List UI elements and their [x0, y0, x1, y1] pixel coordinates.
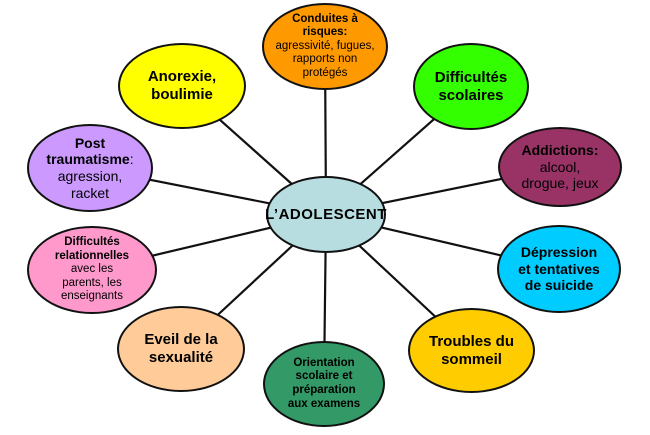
node-eveil-de-la-sexualite: Eveil de la sexualité — [117, 306, 245, 392]
node-orientation-scolaire: Orientation scolaire et préparation aux … — [263, 341, 385, 427]
node-addictions-detail: alcool, drogue, jeux — [521, 158, 599, 192]
node-difficultes-relationnelles-detail: avec les parents, les enseignants — [60, 263, 124, 303]
node-conduites-a-risques: Conduites à risques: agressivité, fugues… — [262, 3, 388, 90]
node-difficultes-scolaires: Difficultés scolaires — [413, 43, 529, 130]
node-conduites-a-risques-title: Conduites à risques: — [292, 12, 358, 39]
node-depression-title: Dépression et tentatives de suicide — [518, 244, 600, 294]
node-troubles-du-sommeil: Troubles du sommeil — [408, 308, 535, 393]
node-anorexie-boulimie: Anorexie, boulimie — [118, 43, 246, 129]
node-eveil-de-la-sexualite-title: Eveil de la sexualité — [144, 331, 218, 366]
center-node-adolescent: L’ADOLESCENT — [265, 176, 387, 253]
node-post-traumatisme-detail: : agression, racket — [57, 151, 134, 201]
center-node-label: L’ADOLESCENT — [265, 205, 387, 223]
node-orientation-scolaire-title: Orientation scolaire et préparation aux … — [287, 356, 361, 410]
node-troubles-du-sommeil-title: Troubles du sommeil — [428, 332, 514, 368]
node-conduites-a-risques-detail: agressivité, fugues, rapports non protég… — [275, 39, 375, 79]
node-addictions: Addictions: alcool, drogue, jeux — [498, 127, 622, 207]
node-addictions-title: Addictions: — [521, 142, 599, 159]
node-difficultes-relationnelles-title: Difficultés relationnelles — [54, 236, 130, 262]
node-difficultes-relationnelles: Difficultés relationnelles avec les pare… — [27, 226, 157, 314]
node-anorexie-boulimie-title: Anorexie, boulimie — [147, 68, 217, 103]
node-post-traumatisme-text: Post traumatisme: agression, racket — [29, 135, 151, 201]
node-post-traumatisme-title: Post traumatisme — [46, 134, 130, 168]
node-difficultes-scolaires-title: Difficultés scolaires — [434, 68, 508, 104]
node-post-traumatisme: Post traumatisme: agression, racket — [27, 124, 153, 212]
node-depression: Dépression et tentatives de suicide — [497, 225, 621, 313]
